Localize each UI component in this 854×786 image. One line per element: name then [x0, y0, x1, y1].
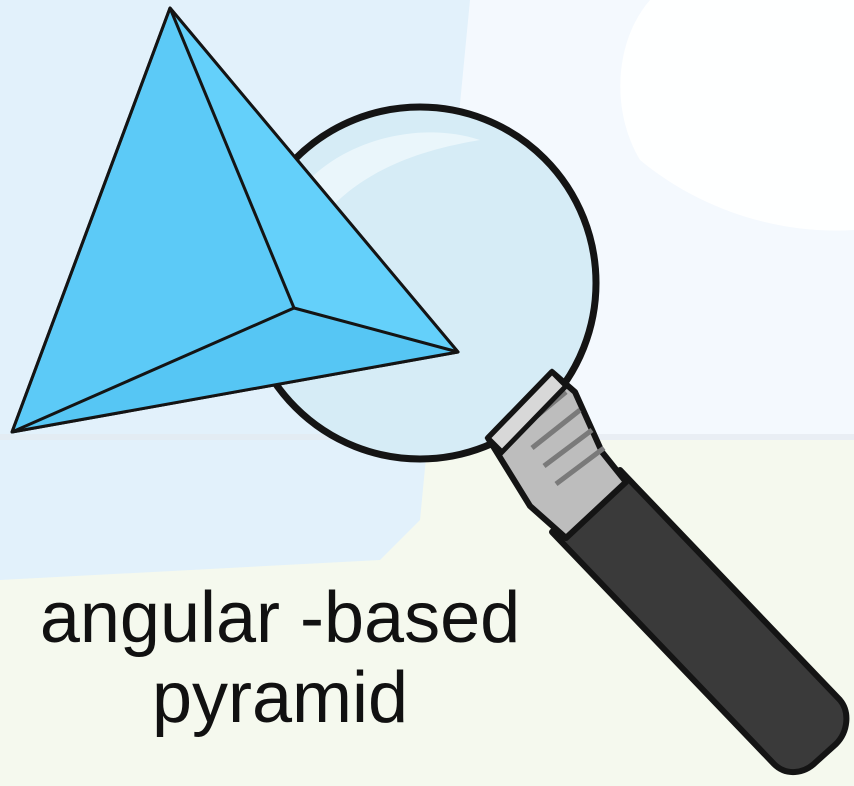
shape-caption: angular -based pyramid [0, 578, 720, 738]
triangular-pyramid-icon [10, 6, 460, 434]
caption-line-1: angular -based [39, 578, 521, 658]
caption-line-2: pyramid [151, 658, 409, 738]
